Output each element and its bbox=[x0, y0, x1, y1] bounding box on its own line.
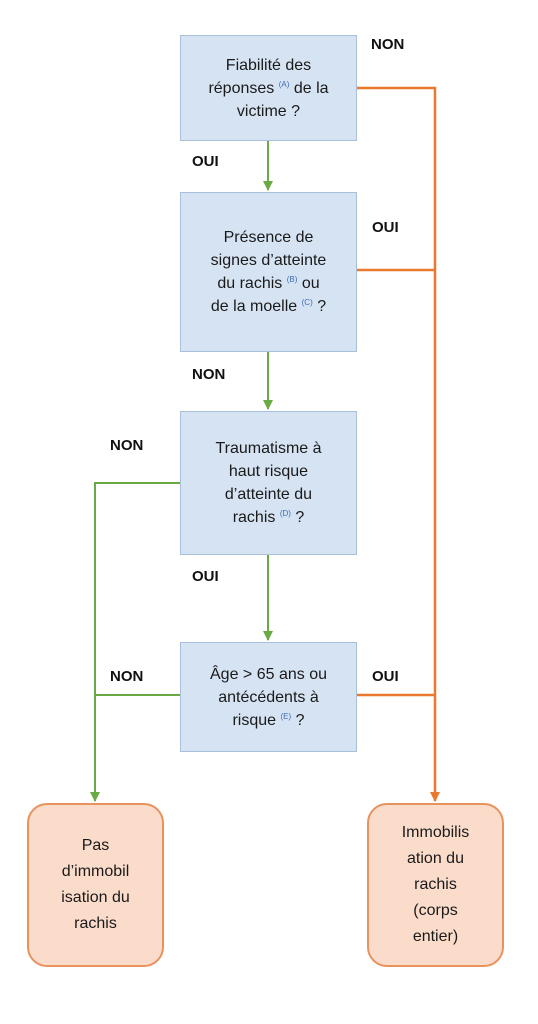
q1-line2b: de la bbox=[293, 79, 329, 97]
q1-line2a: réponses bbox=[208, 79, 275, 97]
q4-line1: Âge > 65 ans ou bbox=[210, 665, 327, 683]
outcome-right-line4: (corps bbox=[413, 902, 458, 919]
outcome-right-line5: entier) bbox=[412, 928, 459, 945]
q2-ref-c: (C) bbox=[301, 298, 313, 307]
question-age-risk-history: Âge > 65 ans ou antécédents à risque (E)… bbox=[180, 642, 357, 752]
q3-ref-d: (D) bbox=[279, 509, 291, 518]
label-q2-yes: OUI bbox=[372, 219, 399, 236]
label-q4-no: NON bbox=[110, 668, 144, 685]
q2-line1: Présence de bbox=[223, 229, 314, 246]
q2-line3b: ou bbox=[301, 275, 320, 292]
q2-ref-b: (B) bbox=[286, 275, 298, 284]
label-q2-no: NON bbox=[192, 366, 226, 383]
outcome-left-line4: rachis bbox=[74, 915, 117, 932]
arrow-q1-no-to-right-outcome bbox=[357, 86, 440, 802]
q1-line3: victime ? bbox=[236, 102, 301, 120]
outcome-no-immobilisation: Pas d’immobil isation du rachis bbox=[27, 803, 164, 967]
q3-line2: haut risque bbox=[228, 463, 309, 480]
q2-line3a: du rachis bbox=[217, 275, 283, 292]
outcome-right-line2: ation du bbox=[407, 850, 464, 867]
q3-line3: d’atteinte du bbox=[224, 486, 313, 503]
q3-line4b: ? bbox=[295, 509, 305, 526]
question-high-risk-trauma: Traumatisme à haut risque d’atteinte du … bbox=[180, 411, 357, 555]
label-q3-no: NON bbox=[110, 437, 144, 454]
question-spine-signs: Présence de signes d’atteinte du rachis … bbox=[180, 192, 357, 352]
q2-line2: signes d’atteinte bbox=[210, 252, 327, 269]
outcome-left-line1: Pas bbox=[81, 837, 110, 854]
label-q4-yes: OUI bbox=[372, 668, 399, 685]
label-q1-no: NON bbox=[371, 36, 405, 53]
q4-ref-e: (E) bbox=[280, 711, 292, 721]
q3-line4a: rachis bbox=[232, 509, 276, 526]
outcome-right-line3: rachis bbox=[414, 876, 457, 893]
label-q1-yes: OUI bbox=[192, 153, 219, 170]
q4-line2: antécédents à bbox=[218, 688, 319, 706]
q1-ref-a: (A) bbox=[278, 79, 290, 89]
q1-line1: Fiabilité des bbox=[225, 56, 312, 74]
q4-line3a: risque bbox=[232, 711, 277, 729]
outcome-left-line3: isation du bbox=[61, 889, 130, 906]
q2-line4a: de la moelle bbox=[210, 298, 298, 315]
label-q3-yes: OUI bbox=[192, 568, 219, 585]
q3-line1: Traumatisme à bbox=[215, 440, 322, 457]
outcome-full-body-immobilisation: Immobilis ation du rachis (corps entier) bbox=[367, 803, 504, 967]
question-reliability: Fiabilité des réponses (A) de la victime… bbox=[180, 35, 357, 141]
q4-line3b: ? bbox=[295, 711, 305, 729]
outcome-right-line1: Immobilis bbox=[401, 824, 470, 841]
q2-line4b: ? bbox=[317, 298, 327, 315]
outcome-left-line2: d’immobil bbox=[61, 863, 130, 880]
arrow-q3-no-to-left-outcome bbox=[90, 482, 180, 802]
